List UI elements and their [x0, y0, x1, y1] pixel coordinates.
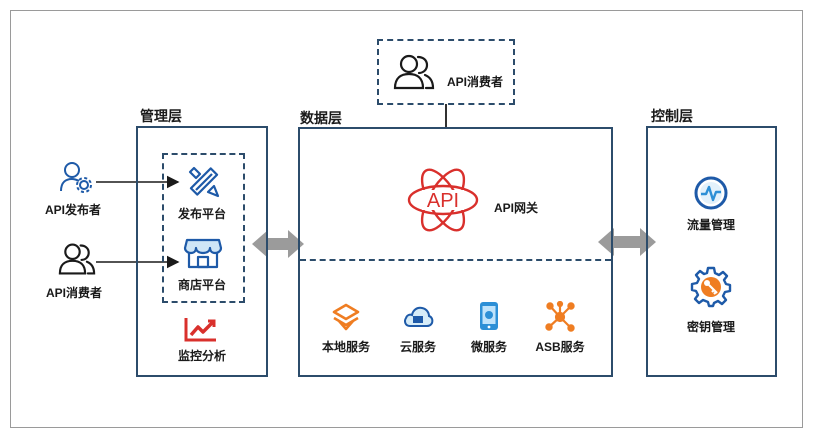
line-chart-icon — [184, 318, 216, 342]
layers-icon — [332, 303, 360, 331]
user-gear-icon — [60, 162, 92, 193]
users-icon — [58, 243, 96, 275]
control-layer-box — [646, 126, 777, 377]
phone-icon — [480, 302, 498, 330]
publish-platform-label: 发布平台 — [177, 207, 227, 221]
control-layer-title: 控制层 — [651, 108, 693, 124]
left-consumer-label: API消费者 — [45, 286, 103, 300]
data-layer-title: 数据层 — [300, 110, 342, 126]
traffic-management-label: 流量管理 — [686, 218, 736, 232]
cloud-icon — [404, 306, 434, 327]
design-tools-icon — [188, 166, 220, 198]
key-management-label: 密钥管理 — [686, 320, 736, 334]
top-consumer-label: API消费者 — [447, 75, 504, 89]
publisher-label: API发布者 — [44, 203, 102, 217]
store-icon — [183, 238, 223, 269]
management-layer-title: 管理层 — [140, 108, 182, 124]
management-layer-box — [136, 126, 268, 377]
key-gear-icon — [690, 266, 732, 308]
api-gateway-logo-text: API — [427, 190, 459, 212]
top-consumer-box — [377, 39, 515, 105]
api-gateway-label: API网关 — [494, 201, 539, 215]
users-icon — [393, 54, 435, 90]
service-label-micro: 微服务 — [470, 340, 508, 354]
service-label-local: 本地服务 — [321, 340, 371, 354]
service-label-asb: ASB服务 — [535, 340, 585, 354]
mgmt-data-double-arrow — [252, 230, 304, 258]
network-icon — [545, 301, 575, 332]
data-layer-box — [298, 127, 613, 377]
api-gateway-logo-icon: API — [407, 168, 479, 232]
data-layer-divider — [300, 259, 611, 261]
monitor-analysis-label: 监控分析 — [177, 349, 227, 363]
service-label-cloud: 云服务 — [399, 340, 437, 354]
outer-frame — [10, 10, 803, 428]
store-platform-label: 商店平台 — [177, 278, 227, 292]
platform-group-box — [162, 153, 245, 303]
traffic-gauge-icon — [694, 176, 728, 210]
